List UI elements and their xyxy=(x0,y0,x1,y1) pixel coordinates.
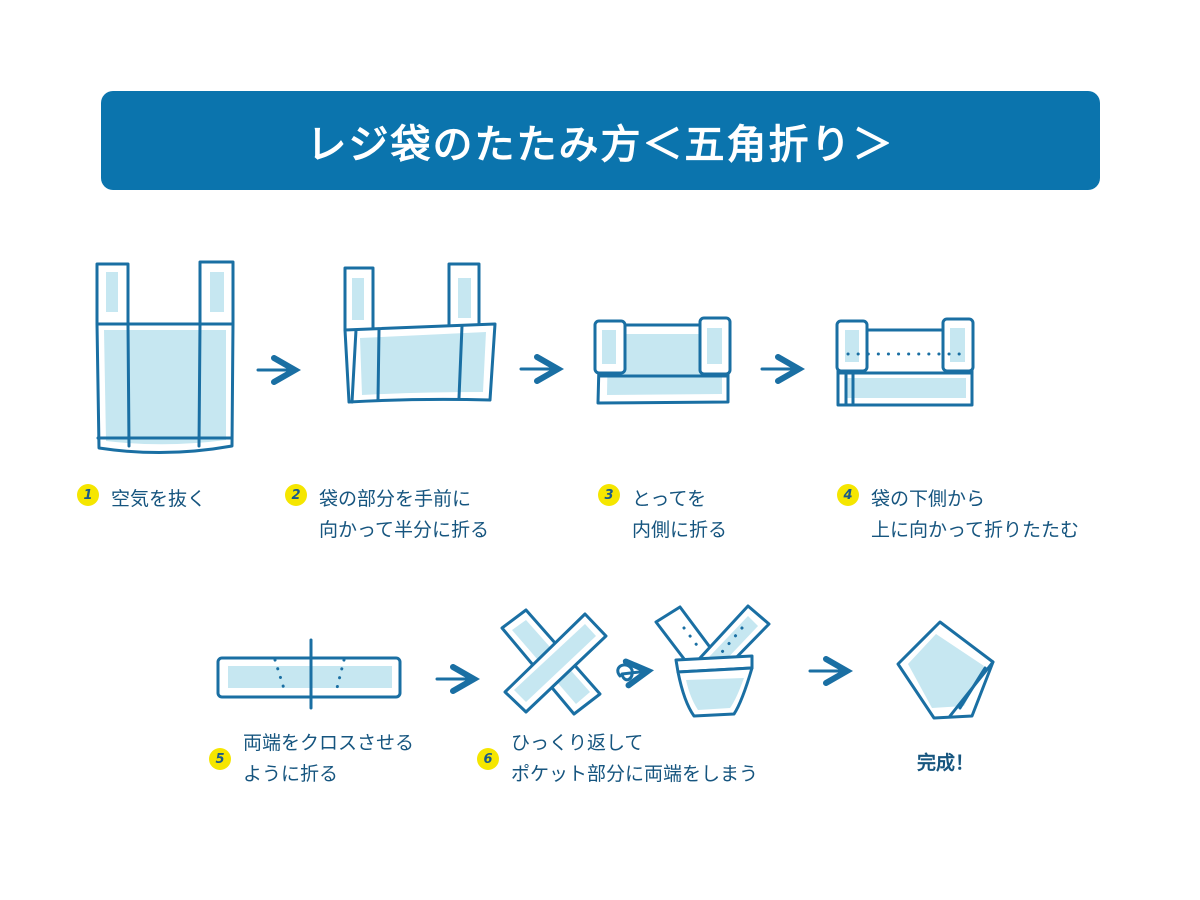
step-text-line: 向かって半分に折る xyxy=(319,519,490,541)
finish-label: 完成！ xyxy=(917,752,975,774)
step-2: 2 袋の部分を手前に 向かって半分に折る xyxy=(285,484,489,546)
step-text-line: ポケット部分に両端をしまう xyxy=(511,763,759,785)
step1-bag-illustration xyxy=(95,260,235,455)
step3-bag-illustration xyxy=(593,316,732,405)
step-1: 1 空気を抜く xyxy=(77,484,206,515)
step-number-badge: 4 xyxy=(837,484,859,506)
step6-pocket-illustration xyxy=(654,604,771,718)
step-description: 袋の部分を手前に 向かって半分に折る xyxy=(319,484,489,546)
step-number-badge: 1 xyxy=(77,484,99,506)
title-banner: レジ袋のたたみ方＜五角折り＞ xyxy=(101,91,1100,190)
step-3: 3 とってを 内側に折る xyxy=(598,484,727,546)
step-text-line: 両端をクロスさせる xyxy=(243,732,415,754)
step-description: 両端をクロスさせる ように折る xyxy=(243,728,414,790)
step-text-line: 上に向かって折りたたむ xyxy=(871,519,1080,541)
step6-crossed-illustration xyxy=(500,608,608,716)
step-description: 袋の下側から 上に向かって折りたたむ xyxy=(871,484,1079,546)
step-number-badge: 2 xyxy=(285,484,307,506)
step-description: 空気を抜く xyxy=(111,484,206,515)
step-text-line: 空気を抜く xyxy=(111,488,207,510)
step-4: 4 袋の下側から 上に向かって折りたたむ xyxy=(837,484,1079,546)
step-number-badge: 5 xyxy=(209,748,231,770)
flip-arrow xyxy=(616,665,648,680)
step-text-line: 袋の部分を手前に xyxy=(319,488,472,510)
finished-pentagon-illustration xyxy=(896,620,995,720)
step-number-badge: 3 xyxy=(598,484,620,506)
step-text-line: ひっくり返して xyxy=(511,732,644,754)
step-text-line: 内側に折る xyxy=(632,519,728,541)
step-text-line: ように折る xyxy=(243,763,339,785)
step5-strip-illustration xyxy=(216,638,402,710)
page-title: レジ袋のたたみ方＜五角折り＞ xyxy=(306,121,895,168)
step-description: とってを 内側に折る xyxy=(632,484,727,546)
step-number-badge: 6 xyxy=(477,748,499,770)
step-6: 6 ひっくり返して ポケット部分に両端をしまう xyxy=(477,728,758,790)
step-description: ひっくり返して ポケット部分に両端をしまう xyxy=(511,728,758,790)
step2-bag-illustration xyxy=(343,262,497,404)
step-text-line: とってを xyxy=(632,488,707,510)
step4-bag-illustration xyxy=(835,317,975,407)
step-text-line: 袋の下側から xyxy=(871,488,986,510)
step-5: 5 両端をクロスさせる ように折る xyxy=(209,728,414,790)
